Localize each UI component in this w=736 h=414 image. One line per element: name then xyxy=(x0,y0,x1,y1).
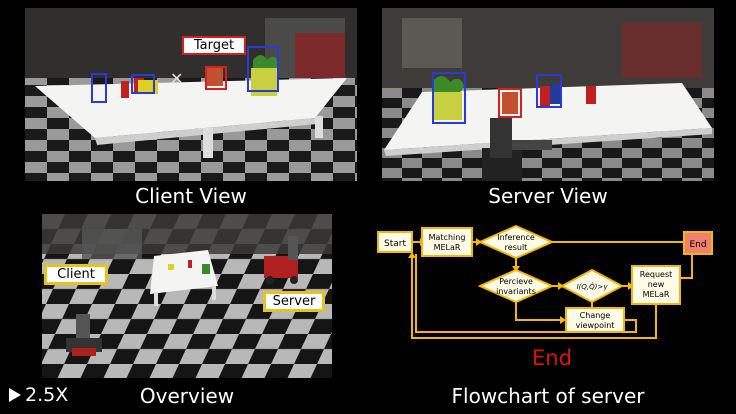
svg-text:Matching: Matching xyxy=(429,233,466,242)
svg-text:invariants: invariants xyxy=(496,287,536,296)
playback-speed-value: 2.5X xyxy=(25,384,69,406)
svg-text:Start: Start xyxy=(384,239,406,249)
flowchart-status: End xyxy=(532,346,572,370)
svg-text:End: End xyxy=(689,240,706,250)
flow-node-percieve: Percieve invariants xyxy=(477,268,555,304)
flow-node-condition: I(Q,Q̂)>γ xyxy=(559,268,625,304)
client-view-image: ✕ xyxy=(25,8,357,181)
flow-node-change: Change viewpoint xyxy=(565,307,625,333)
detection-box xyxy=(432,72,466,124)
playback-speed: 2.5X xyxy=(8,383,68,407)
play-icon xyxy=(9,388,21,402)
svg-text:Percieve: Percieve xyxy=(499,277,533,286)
svg-text:Change: Change xyxy=(580,311,611,320)
server-flowchart: Start Matching MELaR Inference result Pe… xyxy=(377,224,713,339)
detection-box xyxy=(131,74,155,94)
svg-text:MELaR: MELaR xyxy=(434,243,461,252)
client-view-panel: ✕ Target xyxy=(25,8,357,181)
target-label: Target xyxy=(182,36,246,55)
svg-text:new: new xyxy=(648,280,665,289)
server-view-panel xyxy=(382,8,714,181)
detection-box xyxy=(91,73,107,103)
svg-text:I(Q,Q̂)>γ: I(Q,Q̂)>γ xyxy=(577,283,609,291)
server-label: Server xyxy=(263,291,325,312)
svg-text:Request: Request xyxy=(640,270,673,279)
svg-text:result: result xyxy=(505,243,528,252)
detection-box-target xyxy=(498,88,522,118)
flow-node-matching: Matching MELaR xyxy=(421,227,473,257)
detection-box xyxy=(536,74,562,108)
svg-text:MELaR: MELaR xyxy=(643,290,670,299)
svg-text:viewpoint: viewpoint xyxy=(576,321,615,330)
flow-node-start: Start xyxy=(377,231,413,253)
flowchart-caption: Flowchart of server xyxy=(451,384,645,408)
flow-node-end: End xyxy=(683,231,713,255)
flow-node-inference: Inference result xyxy=(477,224,555,260)
svg-text:✕: ✕ xyxy=(170,69,183,88)
client-view-caption: Client View xyxy=(135,184,247,208)
overview-caption: Overview xyxy=(139,384,235,408)
server-view-caption: Server View xyxy=(488,184,608,208)
detection-box xyxy=(247,46,279,92)
svg-text:Inference: Inference xyxy=(497,233,535,242)
client-label: Client xyxy=(44,264,108,285)
detection-box-target xyxy=(205,66,227,90)
flow-node-request: Request new MELaR xyxy=(631,265,681,305)
